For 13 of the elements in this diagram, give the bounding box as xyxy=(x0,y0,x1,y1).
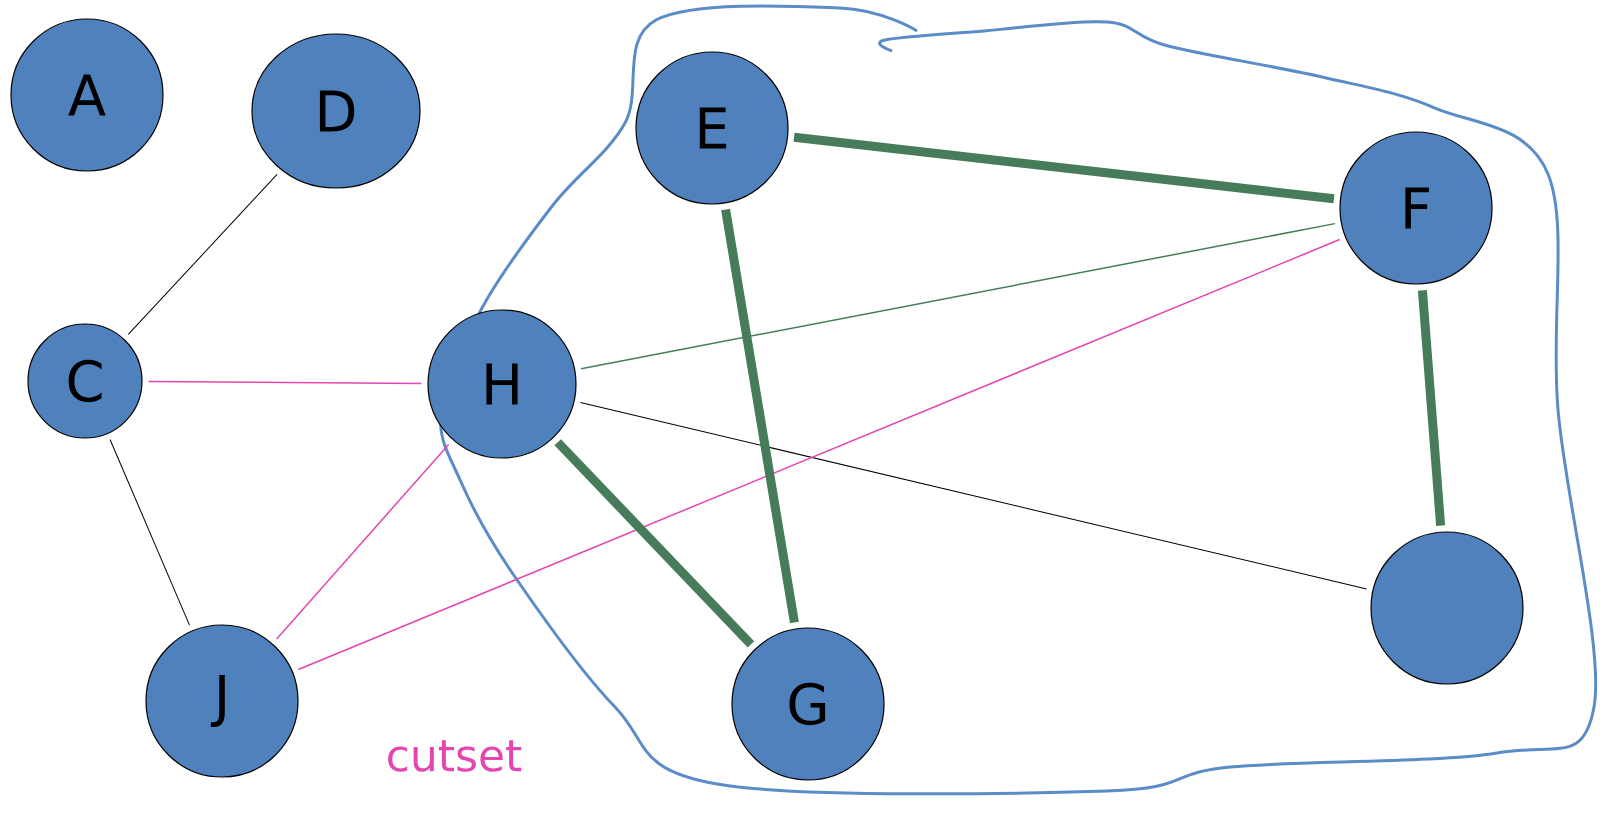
connector-line xyxy=(579,402,1368,590)
connector-line xyxy=(109,438,190,626)
connector-line xyxy=(1417,290,1446,526)
connector-line xyxy=(721,208,799,624)
connector-line xyxy=(127,173,278,335)
connector-line xyxy=(554,439,755,648)
connector-line xyxy=(793,132,1335,204)
connector-line xyxy=(147,380,423,385)
connector-line xyxy=(580,222,1336,370)
note-text: cutset xyxy=(388,740,522,772)
connector-line xyxy=(297,238,1341,671)
connector-line xyxy=(275,443,450,640)
blank-circle xyxy=(1370,531,1524,685)
